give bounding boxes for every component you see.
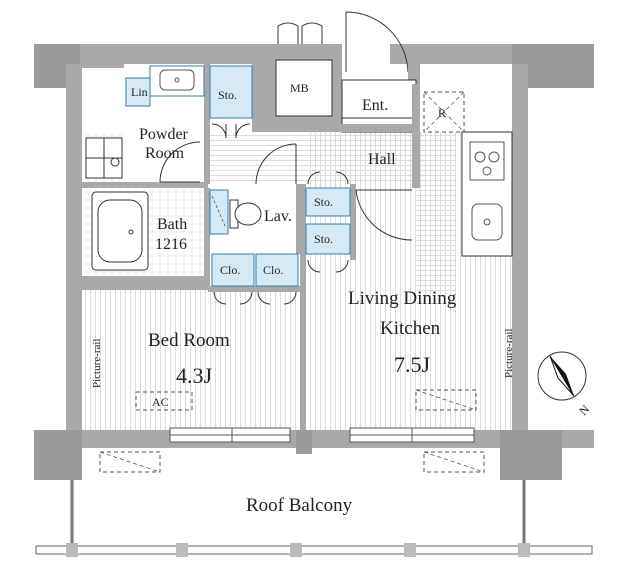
- left-wall: [66, 64, 82, 434]
- label-storage-mid-2: Sto.: [314, 232, 333, 246]
- label-entrance: Ent.: [362, 97, 388, 114]
- label-compass-north: N: [576, 402, 592, 418]
- label-closet-1: Clo.: [220, 263, 240, 277]
- storage-top: [209, 65, 253, 119]
- right-wall: [512, 64, 528, 434]
- wall-bath-bottom: [82, 276, 208, 290]
- label-roof-balcony: Roof Balcony: [246, 495, 353, 516]
- outdoor-unit-right: [423, 451, 485, 473]
- compass: [537, 351, 587, 401]
- label-bedroom: Bed Room: [148, 330, 230, 351]
- label-closet-2: Clo.: [263, 263, 283, 277]
- label-bath-size: 1216: [155, 236, 187, 253]
- label-powder-room-2: Room: [145, 145, 185, 162]
- label-ac: AC: [152, 395, 169, 409]
- label-lavatory: Lav.: [264, 208, 292, 225]
- top-wall-left: [34, 44, 296, 64]
- label-powder-room-1: Powder: [139, 126, 189, 143]
- meter-box: [275, 59, 333, 117]
- wall-lav-hall: [296, 184, 306, 254]
- label-storage-mid-1: Sto.: [314, 195, 333, 209]
- bedroom-floor: [80, 290, 302, 430]
- balcony-rail: [35, 545, 593, 555]
- label-storage-top: Sto.: [218, 88, 237, 102]
- closet-2: [255, 253, 299, 287]
- label-linen: Lin: [131, 85, 148, 99]
- storage-mid-1: [305, 187, 351, 217]
- stove: [469, 141, 505, 181]
- column-bottom-center: [296, 430, 312, 454]
- wall-hall-kitchen: [412, 84, 420, 188]
- washbasin: [149, 65, 205, 97]
- refrigerator-space: [423, 91, 465, 133]
- bathtub: [91, 191, 149, 271]
- entrance-wall-right: [408, 64, 420, 84]
- wall-closet-bottom: [208, 286, 300, 292]
- hall-corridor-floor: [416, 132, 456, 292]
- column-bottom-left: [34, 430, 82, 480]
- label-ldk-size: 7.5J: [394, 352, 431, 377]
- wall-sto-right: [252, 64, 262, 132]
- wall-bed-ldk: [300, 250, 306, 430]
- label-picture-rail-left: Picture-rail: [91, 339, 103, 388]
- kitchen-sink: [471, 203, 503, 241]
- label-picture-rail-right: Picture-rail: [503, 329, 515, 378]
- ac-unit-bedroom: [135, 391, 193, 411]
- entrance-area: [341, 79, 417, 133]
- label-bath: Bath: [157, 216, 187, 233]
- label-ldk-1: Living Dining: [348, 288, 457, 309]
- wall-ldk-sto: [350, 184, 356, 260]
- wall-bath-lav: [204, 188, 210, 288]
- wall-mb-hall: [262, 124, 416, 132]
- storage-mid-2: [305, 223, 351, 255]
- wall-bath-top: [82, 182, 208, 188]
- ac-unit-ldk: [415, 389, 477, 411]
- label-bedroom-size: 4.3J: [176, 363, 213, 388]
- closet-1: [211, 253, 255, 287]
- outdoor-unit-left: [99, 451, 161, 473]
- label-hall: Hall: [368, 151, 396, 168]
- linen-cabinet: [125, 77, 151, 107]
- label-refrigerator: R: [438, 106, 446, 120]
- toilet-bowl: [234, 202, 262, 226]
- label-meter-box: MB: [290, 81, 309, 95]
- label-ldk-2: Kitchen: [380, 318, 441, 339]
- wall-powder-right: [204, 64, 210, 184]
- column-bottom-right: [500, 430, 562, 480]
- wall-linen-powder: [82, 64, 124, 68]
